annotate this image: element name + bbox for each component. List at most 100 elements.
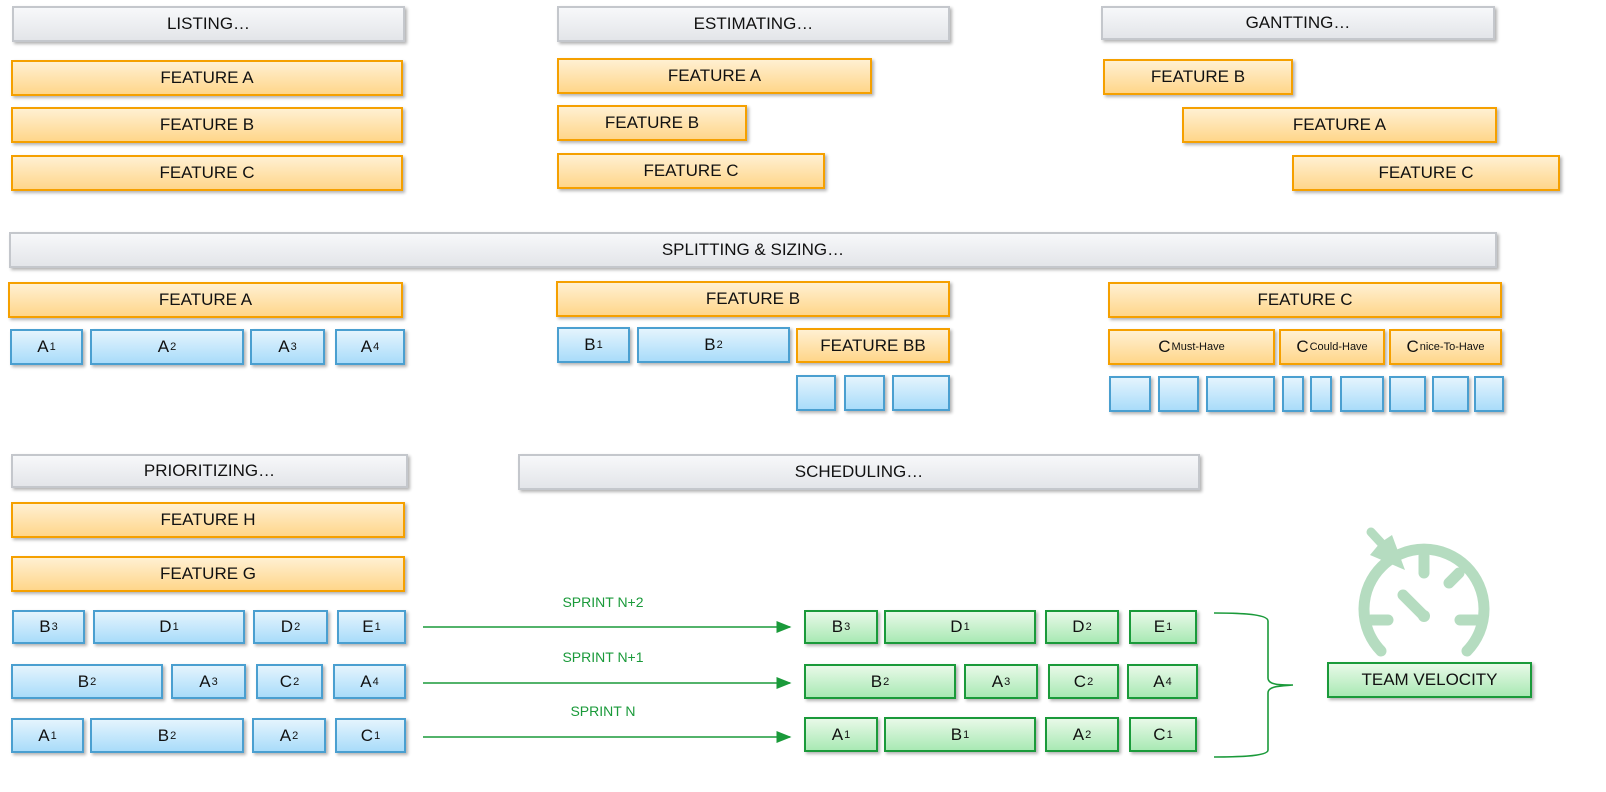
box-label: FEATURE A <box>667 66 762 85</box>
box-subscript: 2 <box>1085 621 1092 633</box>
box-subscript: 1 <box>1166 728 1173 741</box>
box-subscript: Must-Have <box>1171 341 1225 353</box>
box-label: FEATURE C <box>1378 163 1474 182</box>
box-subscript: 3 <box>290 341 297 353</box>
story-box <box>1389 376 1426 412</box>
box-subscript: 3 <box>51 621 58 633</box>
box-label: D <box>159 617 172 636</box>
box-label: B <box>950 724 963 744</box>
story-box <box>892 375 950 411</box>
box-label: B <box>704 335 716 354</box>
box-subscript: 2 <box>170 341 177 353</box>
box-label: TEAM VELOCITY <box>1361 670 1498 689</box>
speedometer-icon <box>1358 527 1490 657</box>
box-label: C <box>1158 337 1171 356</box>
box-label: A <box>37 337 49 356</box>
box-label: D <box>1072 617 1085 636</box>
box-label: FEATURE C <box>159 163 255 182</box>
box-subscript: 1 <box>596 339 603 351</box>
box-label: FEATURE B <box>604 113 700 132</box>
box-subscript: 1 <box>844 728 851 741</box>
feature-box: FEATURE C <box>1292 155 1560 191</box>
story-box <box>1340 376 1384 412</box>
box-subscript: 1 <box>172 621 179 633</box>
feature-box: FEATURE B <box>11 107 403 143</box>
box-subscript: 3 <box>844 621 851 633</box>
feature-box: FEATURE A <box>8 282 403 318</box>
box-label: B <box>157 725 170 745</box>
box-label: A <box>199 671 211 691</box>
story-box <box>796 375 836 411</box>
stage-header: SPLITTING & SIZING… <box>9 232 1497 268</box>
box-subscript: 4 <box>373 341 380 353</box>
box-label: A <box>360 337 373 356</box>
box-label: A <box>360 671 372 691</box>
box-label: A <box>1153 671 1165 691</box>
box-subscript: 3 <box>1004 675 1011 688</box>
box-label: FEATURE A <box>158 290 253 309</box>
box-label: PRIORITIZING… <box>143 461 276 480</box>
box-subscript: 1 <box>963 621 970 633</box>
box-subscript: 2 <box>293 675 300 688</box>
feature-box: FEATURE B <box>556 281 950 317</box>
box-subscript: 2 <box>716 339 723 351</box>
box-subscript: 4 <box>372 675 379 688</box>
box-subscript: 2 <box>90 675 97 688</box>
box-subscript: 1 <box>1166 621 1173 633</box>
box-subscript: 1 <box>50 729 57 742</box>
box-label: A <box>991 671 1004 691</box>
box-label: A <box>1072 724 1085 744</box>
story-box <box>1109 376 1151 412</box>
box-label: GANTTING… <box>1245 13 1351 32</box>
box-label: FEATURE A <box>160 68 254 87</box>
feature-box: FEATURE A <box>11 60 403 96</box>
box-subscript: 2 <box>883 675 890 688</box>
box-label: FEATURE BB <box>820 335 926 355</box>
box-label: A <box>38 725 50 745</box>
box-label: SPLITTING & SIZING… <box>661 240 845 259</box>
box-label: D <box>280 617 294 636</box>
box-label: B <box>584 335 596 354</box>
box-subscript: 4 <box>1165 675 1172 688</box>
box-label: B <box>39 617 51 636</box>
box-label: C <box>279 671 293 691</box>
box-subscript: Could-Have <box>1309 341 1368 353</box>
story-box <box>844 375 885 411</box>
box-subscript: 1 <box>374 621 381 633</box>
box-subscript: 2 <box>294 621 301 633</box>
box-label: SCHEDULING… <box>794 462 924 481</box>
story-box <box>1282 376 1304 412</box>
box-label: FEATURE C <box>643 161 739 180</box>
box-subscript: 3 <box>211 675 218 688</box>
box-label: D <box>950 617 963 636</box>
sprint-label: SPRINT N+1 <box>562 649 644 665</box>
feature-box: FEATURE C <box>11 155 403 191</box>
box-subscript: 1 <box>963 728 970 741</box>
box-label: C <box>1296 337 1309 356</box>
box-label: B <box>77 671 90 691</box>
box-label: FEATURE C <box>1257 290 1353 309</box>
box-label: A <box>157 337 170 356</box>
stage-header: ESTIMATING… <box>557 6 950 42</box>
